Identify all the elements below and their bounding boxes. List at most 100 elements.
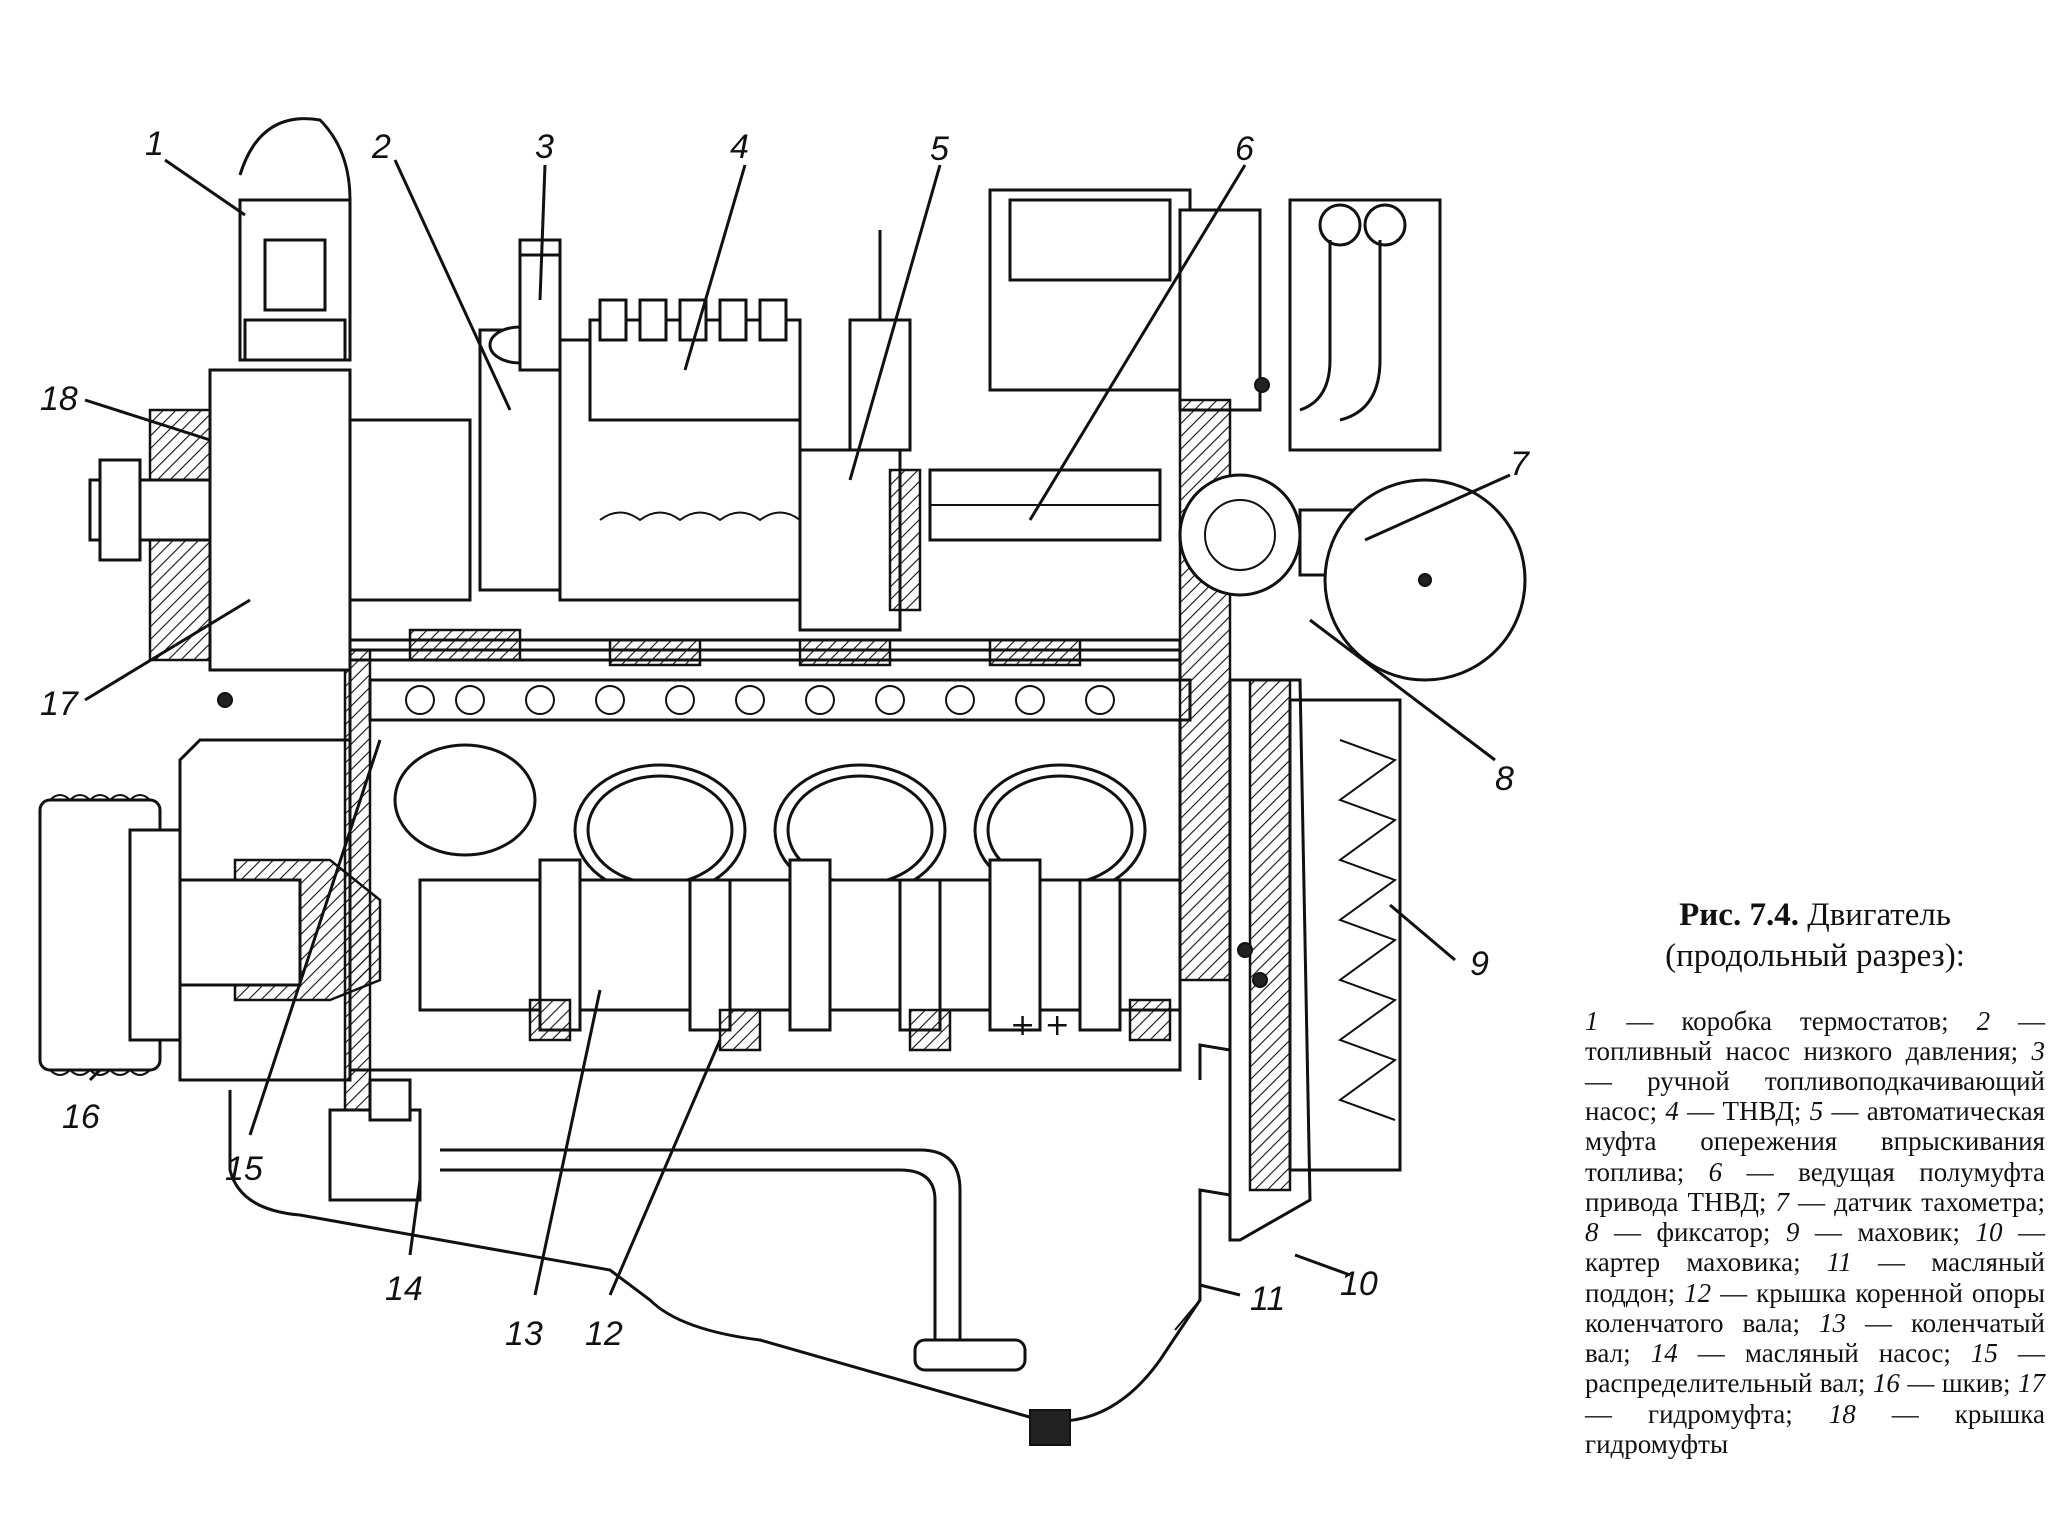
legend-item: 8 — фиксатор; <box>1585 1217 1786 1247</box>
legend-number: 18 <box>1828 1398 1856 1429</box>
legend-text: — автоматическая муфта опережения впрыск… <box>1585 1096 2046 1187</box>
legend-number: 13 <box>1819 1307 1847 1338</box>
legend-number: 1 <box>1585 1005 1599 1036</box>
legend-item: 13 — коленчатый вал; <box>1585 1308 2045 1368</box>
legend-text: — коробка термостатов; <box>1598 1005 1977 1036</box>
legend-item: 16 — шкив; <box>1873 1368 2018 1398</box>
hydraulic-coupling <box>88 368 352 672</box>
callout-2: 2 <box>371 128 391 166</box>
oil-pump <box>328 1108 422 1202</box>
callout-9: 9 <box>1470 945 1489 983</box>
cam-bearings <box>408 628 1082 667</box>
legend-item: 9 — маховик; <box>1786 1217 1976 1247</box>
callout-labels: 1 2 3 4 5 6 7 8 9 10 11 12 13 14 15 16 1… <box>40 125 1530 1353</box>
callout-5: 5 <box>930 130 949 168</box>
pulley <box>38 794 182 1076</box>
legend-number: 5 <box>1809 1096 1824 1127</box>
legend-item: 2 — топливный насос низкого давления; <box>1585 1006 2045 1066</box>
callout-16: 16 <box>62 1098 100 1136</box>
legend-text: — ведущая полумуфта привода ТНВД; <box>1585 1156 2045 1217</box>
legend-item: 12 — крышка коренной опоры коленчатого в… <box>1585 1278 2045 1338</box>
callout-4: 4 <box>730 128 749 166</box>
legend-text: — ТНВД; <box>1678 1096 1810 1127</box>
legend-number: 6 <box>1708 1156 1723 1187</box>
caption-title: Рис. 7.4. Двигатель (продольный разрез): <box>1585 895 2045 978</box>
legend-number: 16 <box>1872 1368 1900 1399</box>
callout-11: 11 <box>1250 1280 1285 1318</box>
legend-text: — гидромуфта; <box>1585 1398 1829 1429</box>
legend-item: 11 — масляный поддон; <box>1585 1247 2045 1307</box>
oil-pan <box>228 1043 1232 1423</box>
callout-1: 1 <box>145 125 164 163</box>
legend-item: 6 — ведущая полумуфта привода ТНВД; <box>1585 1157 2045 1217</box>
callout-3: 3 <box>535 128 554 166</box>
engine-drawing: + + <box>38 117 1527 1446</box>
callout-17: 17 <box>40 685 79 723</box>
callout-15: 15 <box>225 1150 263 1188</box>
hand-primer <box>518 248 562 372</box>
camshaft <box>368 678 1192 722</box>
legend-item: 5 — автоматическая муфта опережения впры… <box>1585 1096 2045 1186</box>
legend-text: — коленчатый вал; <box>1585 1307 2045 1369</box>
legend-item: 7 — датчик тахометра; <box>1775 1187 2045 1217</box>
legend-text: — картер маховика; <box>1585 1217 2045 1278</box>
legend-number: 7 <box>1775 1186 1789 1217</box>
legend-number: 8 <box>1585 1217 1599 1248</box>
legend-text: — ручной топливоподкачивающий насос; <box>1585 1065 2045 1127</box>
caption-legend: 1 — коробка термостатов; 2 — топливный н… <box>1585 1006 2045 1460</box>
callout-6: 6 <box>1235 130 1254 168</box>
timing-cover <box>178 738 352 1082</box>
legend-item: 10 — картер маховика; <box>1585 1217 2045 1277</box>
legend-text: — крышка гидромуфты <box>1585 1398 2045 1459</box>
legend-number: 9 <box>1785 1217 1800 1248</box>
legend-item: 1 — коробка термостатов; <box>1585 1006 1977 1036</box>
figure-caption: Рис. 7.4. Двигатель (продольный разрез):… <box>1585 895 2045 1459</box>
callout-14: 14 <box>385 1270 423 1308</box>
flywheel-housing <box>1228 678 1312 1242</box>
legend-number: 3 <box>2031 1035 2046 1066</box>
svg-text:+ +: + + <box>1010 1008 1070 1043</box>
legend-number: 10 <box>1975 1217 2003 1248</box>
legend-text: — топливный насос низкого давления; <box>1585 1005 2045 1066</box>
legend-item: 17 — гидромуфта; <box>1585 1368 2045 1428</box>
legend-item: 3 — ручной топливоподкачивающий насос; <box>1585 1036 2045 1126</box>
callout-13: 13 <box>505 1315 543 1353</box>
legend-text: — датчик тахометра; <box>1788 1186 2045 1217</box>
callout-12: 12 <box>585 1315 623 1353</box>
legend-number: 14 <box>1650 1338 1678 1369</box>
legend-text: — фиксатор; <box>1598 1217 1786 1248</box>
callout-7: 7 <box>1510 445 1530 483</box>
legend-item: 14 — масляный насос; <box>1651 1338 1971 1368</box>
fuel-filter <box>1288 198 1442 452</box>
legend-text: — шкив; <box>1899 1368 2018 1399</box>
legend-text: — масляный поддон; <box>1585 1247 2045 1308</box>
legend-number: 4 <box>1665 1096 1679 1127</box>
callout-10: 10 <box>1340 1265 1378 1303</box>
legend-text: — крышка коренной опоры коленчатого вала… <box>1585 1277 2045 1338</box>
oil-strainer <box>913 1338 1027 1372</box>
flywheel <box>1248 678 1402 1192</box>
legend-text: — распределительный вал; <box>1585 1338 2046 1399</box>
figure-subtitle: (продольный разрез): <box>1665 938 1965 975</box>
legend-number: 11 <box>1826 1247 1852 1278</box>
legend-item: 4 — ТНВД; <box>1665 1096 1809 1126</box>
callout-8: 8 <box>1495 760 1514 798</box>
legend-item: 18 — крышка гидромуфты <box>1585 1399 2045 1459</box>
legend-number: 17 <box>2018 1368 2045 1399</box>
cylinders <box>393 743 1147 897</box>
legend-number: 2 <box>1976 1005 1991 1036</box>
legend-number: 15 <box>1970 1338 1998 1369</box>
injection-pump <box>558 298 802 602</box>
legend-number: 12 <box>1684 1277 1712 1308</box>
callout-18: 18 <box>40 380 78 418</box>
legend-text: — маховик; <box>1799 1217 1976 1248</box>
crankshaft: + + <box>418 858 1182 1043</box>
oil-pickup-tube <box>440 1148 962 1340</box>
legend-text: — масляный насос; <box>1677 1338 1971 1369</box>
main-bearing-caps <box>528 998 1172 1052</box>
leader-lines <box>84 158 1511 1297</box>
legend-item: 15 — распределительный вал; <box>1585 1338 2045 1398</box>
figure-title: Двигатель <box>1807 897 1951 933</box>
figure-number: Рис. 7.4. <box>1679 897 1799 933</box>
